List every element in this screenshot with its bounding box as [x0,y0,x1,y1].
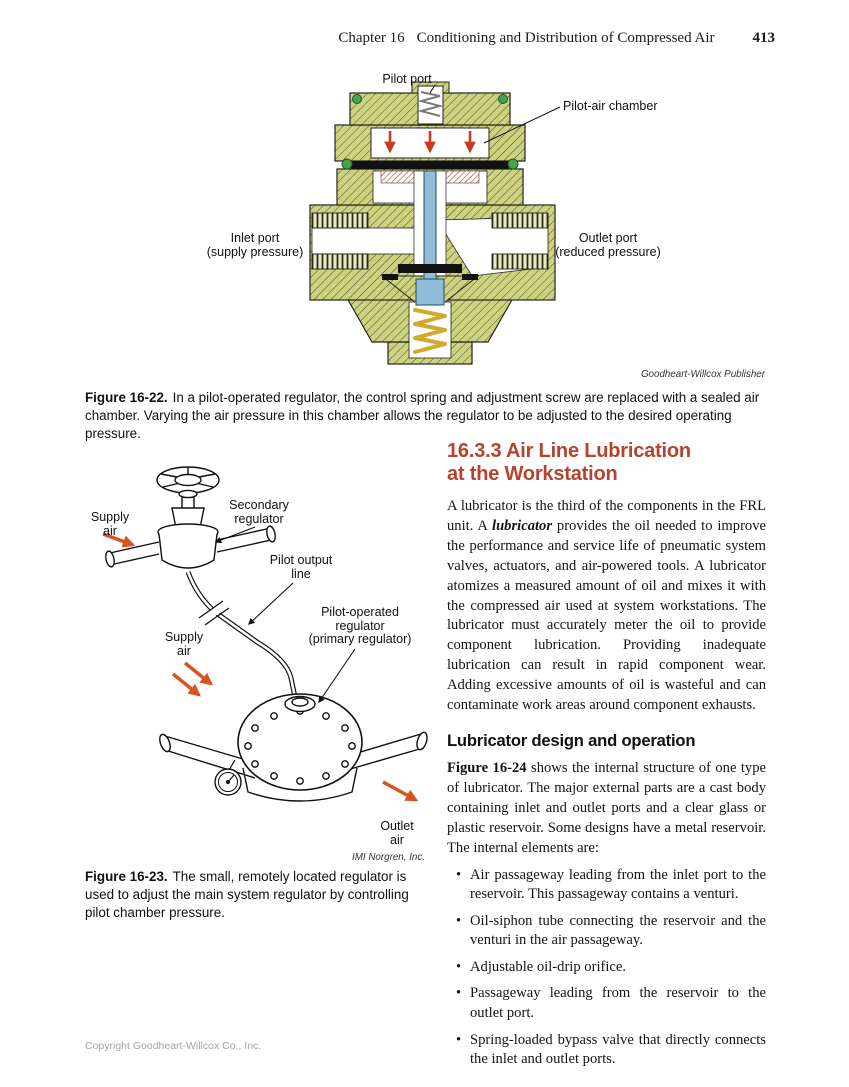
figure-16-22-caption-text: In a pilot-operated regulator, the contr… [85,390,760,441]
figure-16-23-credit: IMI Norgren, Inc. [352,852,425,863]
figure-16-23-caption-label: Figure 16-23. [85,869,168,884]
label-supply-air-mid-line2: air [177,643,191,658]
subsection-heading: Lubricator design and operation [447,730,696,750]
inlet-port-threads [311,212,369,270]
figure-reference: Figure 16-24 [447,759,527,776]
paragraph-text: A lubricator is the third of the compone… [447,498,766,534]
list-item: Oil-siphon tube connecting the reservoir… [447,912,766,951]
label-pilot-operated-regulator: Pilot-operated regulator (primary regula… [299,605,421,647]
pilot-air-chamber-cavity [370,127,490,159]
figure-16-23-caption: Figure 16-23.The small, remotely located… [85,868,430,922]
label-pilot-port: Pilot port [382,72,432,86]
label-secondary-regulator-line1: Secondary [229,498,289,512]
label-outlet-air-line2: air [390,832,404,847]
running-head-title: Chapter 16 Conditioning and Distribution … [338,30,714,47]
label-pilot-air-chamber: Pilot-air chamber [563,99,658,113]
label-secondary-regulator: Secondary regulator [219,498,299,526]
label-supply-air-top: Supply air [85,510,135,538]
label-pilot-output-line: Pilot output line [261,553,341,581]
chapter-title: Conditioning and Distribution of Compres… [416,30,715,46]
list-item: Adjustable oil-drip orifice. [447,958,766,978]
label-outlet-air: Outlet air [372,819,422,847]
section-heading-line1: 16.3.3 Air Line Lubrication [447,440,691,462]
label-inlet-port-line1: Inlet port [230,231,280,245]
label-pilot-operated-regulator-line1: Pilot-operated [321,605,399,619]
label-inlet-port-line2: (supply pressure) [206,244,304,259]
page-number: 413 [752,30,776,46]
lubricator-design-paragraph: Figure 16-24 shows the internal structur… [447,759,766,859]
valve-stem [415,170,445,306]
lubricator-intro-paragraph: A lubricator is the third of the compone… [447,497,766,716]
label-outlet-port: Outlet port (reduced pressure) [542,231,674,259]
leader-lines [214,526,356,704]
pilot-output-line-pipe [185,571,299,703]
pilot-operated-regulator-cross-section-diagram [309,81,561,365]
label-pilot-operated-regulator-line3: (primary regulator) [308,632,412,646]
pilot-regulator-piping-diagram [102,466,428,802]
figure-16-23: Supply air Secondary regulator Pilot out… [85,450,430,865]
internal-elements-list: Air passageway leading from the inlet po… [447,866,766,1070]
paragraph-text: provides the oil needed to improve the p… [447,517,767,714]
label-outlet-port-line2: (reduced pressure) [555,244,661,259]
figure-16-22-caption: Figure 16-22.In a pilot-operated regulat… [85,389,767,443]
term-lubricator: lubricator [492,517,553,534]
figure-16-22-credit: Goodheart-Willcox Publisher [640,369,765,380]
primary-regulator [159,693,428,802]
diaphragm [351,161,509,169]
label-outlet-air-line1: Outlet [380,819,414,833]
list-item: Passageway leading from the reservoir to… [447,984,766,1023]
label-supply-air-top-line1: Supply [90,510,130,524]
valve-disc [382,264,478,280]
pilot-port-bore [417,85,444,125]
cap-bolts [341,94,519,170]
list-item: Air passageway leading from the inlet po… [447,866,766,905]
figure-16-23-caption-text: The small, remotely located regulator is… [85,869,409,920]
leader-lines [429,84,561,144]
outlet-port-threads [491,212,549,270]
paragraph-text: shows the internal structure of one type… [447,759,766,856]
label-pilot-output-line-line2: line [291,566,311,581]
section-heading-line2: at the Workstation [447,463,618,485]
label-pilot-output-line-line1: Pilot output [269,553,333,567]
label-secondary-regulator-line2: regulator [234,511,284,526]
label-supply-air-mid-line1: Supply [164,630,204,644]
label-supply-air-top-line2: air [103,523,117,538]
air-flow-arrows [102,532,419,802]
chapter-number: Chapter 16 [338,30,405,46]
label-outlet-port-line1: Outlet port [578,231,638,245]
figure-16-22-caption-label: Figure 16-22. [85,390,168,405]
control-spring [413,308,447,354]
section-heading: 16.3.3 Air Line Lubrication at the Works… [447,440,766,486]
label-inlet-port: Inlet port (supply pressure) [195,231,315,259]
list-item: Spring-loaded bypass valve that directly… [447,1031,766,1070]
label-supply-air-mid: Supply air [159,630,209,658]
secondary-regulator [105,466,276,569]
label-pilot-operated-regulator-line2: regulator [335,618,385,633]
copyright-footer: Copyright Goodheart-Willcox Co., Inc. [85,1040,262,1052]
section-16-3-3: 16.3.3 Air Line Lubrication at the Works… [447,440,766,1070]
figure-16-22: Pilot port Pilot-air chamber Inlet port … [85,70,765,388]
running-head: Chapter 16 Conditioning and Distribution … [85,30,775,47]
